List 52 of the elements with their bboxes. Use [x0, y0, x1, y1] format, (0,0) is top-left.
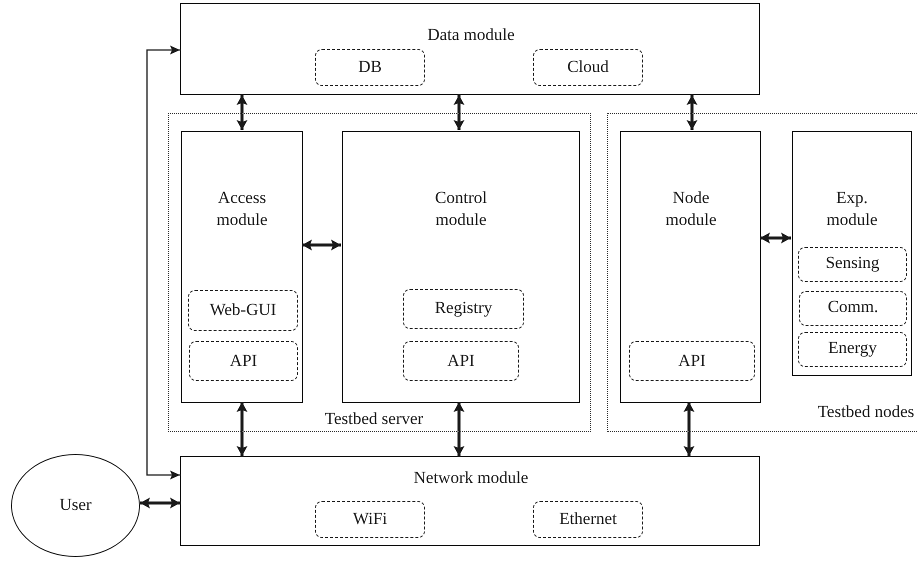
group-title: Testbed nodes: [816, 401, 916, 423]
component-box: [629, 341, 755, 381]
arrow: [140, 498, 180, 508]
user-label: User: [58, 494, 93, 516]
user-ellipse: [11, 454, 140, 557]
component-box: [403, 341, 519, 381]
component-label: API: [446, 350, 476, 372]
component-label: API: [677, 350, 707, 372]
arrow: [146, 46, 180, 480]
component-box: [798, 247, 907, 282]
component-box: [799, 291, 907, 326]
module-title: Exp. module: [826, 187, 878, 231]
module-box: [342, 131, 580, 403]
module-title: Network module: [412, 467, 530, 489]
component-label: Web-GUI: [208, 299, 278, 321]
arrow: [454, 95, 464, 130]
group-region: [168, 113, 591, 432]
component-box: [533, 501, 643, 538]
component-label: Cloud: [566, 56, 610, 78]
component-box: [315, 501, 425, 538]
component-box: [315, 49, 425, 86]
module-title: Node module: [664, 187, 718, 231]
arrow: [236, 95, 248, 130]
component-label: API: [228, 350, 258, 372]
module-title: Access module: [216, 187, 268, 231]
arrow: [236, 402, 248, 456]
component-label: WiFi: [352, 508, 388, 530]
arrow: [684, 402, 694, 456]
component-box: [403, 289, 524, 329]
arrow: [686, 95, 698, 130]
group-region: [607, 113, 917, 432]
module-box: [180, 456, 760, 546]
group-title: Testbed server: [324, 408, 424, 430]
arrow: [454, 402, 464, 456]
component-label: Sensing: [824, 252, 880, 274]
component-label: Comm.: [826, 296, 880, 318]
component-box: [189, 341, 298, 381]
arrow: [302, 240, 341, 250]
module-title: Control module: [434, 187, 488, 231]
component-box: [798, 332, 907, 367]
module-title: Data module: [426, 24, 516, 46]
component-label: Registry: [434, 297, 494, 319]
component-box: [188, 290, 298, 331]
module-box: [180, 3, 760, 95]
component-label: Ethernet: [558, 508, 618, 530]
component-label: DB: [357, 56, 383, 78]
module-box: [792, 131, 912, 376]
arrow: [760, 232, 791, 244]
component-box: [533, 49, 643, 86]
module-box: [181, 131, 303, 403]
module-box: [620, 131, 761, 403]
component-label: Energy: [827, 337, 878, 359]
